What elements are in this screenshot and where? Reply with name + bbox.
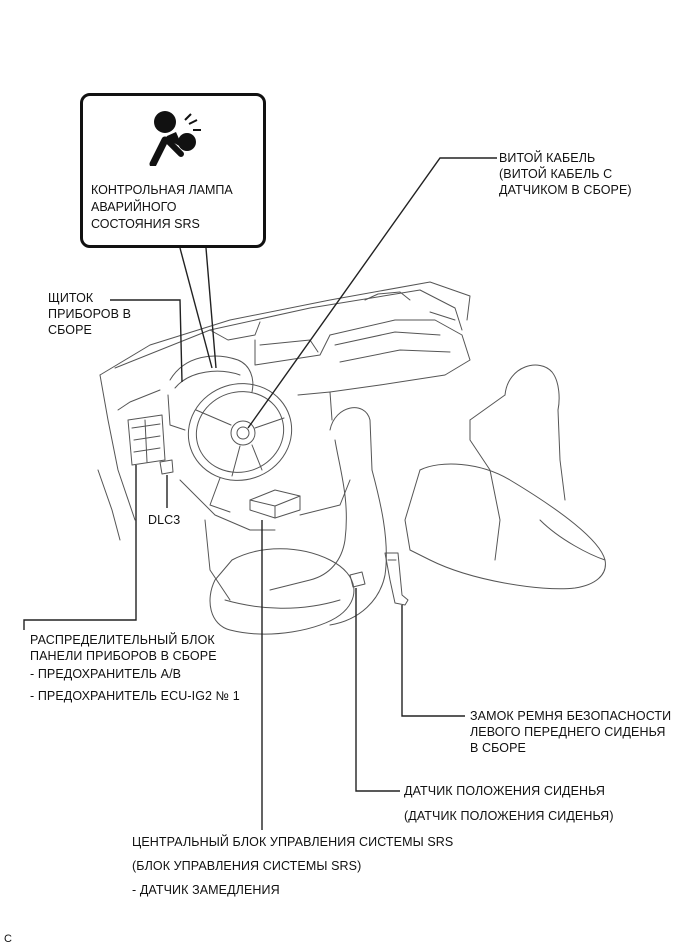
seat-position-sensor-label: ДАТЧИК ПОЛОЖЕНИЯ СИДЕНЬЯ (ДАТЧИК ПОЛОЖЕН…	[404, 784, 614, 823]
spiral-cable-label: ВИТОЙ КАБЕЛЬ (ВИТОЙ КАБЕЛЬ С ДАТЧИКОМ В …	[499, 151, 632, 197]
airbag-warning-icon	[149, 111, 201, 166]
junction-block-label: РАСПРЕДЕЛИТЕЛЬНЫЙ БЛОК ПАНЕЛИ ПРИБОРОВ В…	[30, 633, 240, 703]
instrument-cluster-label: ЩИТОК ПРИБОРОВ В СБОРЕ	[48, 291, 132, 337]
seat-belt-buckle-label: ЗАМОК РЕМНЯ БЕЗОПАСНОСТИ ЛЕВОГО ПЕРЕДНЕГ…	[470, 709, 672, 755]
center-airbag-sensor-label: ЦЕНТРАЛЬНЫЙ БЛОК УПРАВЛЕНИЯ СИСТЕМЫ SRS …	[132, 835, 454, 897]
srs-warning-lamp-label: КОНТРОЛЬНАЯ ЛАМПА АВАРИЙНОГО СОСТОЯНИЯ S…	[91, 183, 233, 231]
figure-corner-mark: C	[4, 933, 12, 945]
srs-warning-lamp-callout: КОНТРОЛЬНАЯ ЛАМПА АВАРИЙНОГО СОСТОЯНИЯ S…	[80, 93, 266, 248]
dlc3-label: DLC3	[148, 513, 181, 527]
